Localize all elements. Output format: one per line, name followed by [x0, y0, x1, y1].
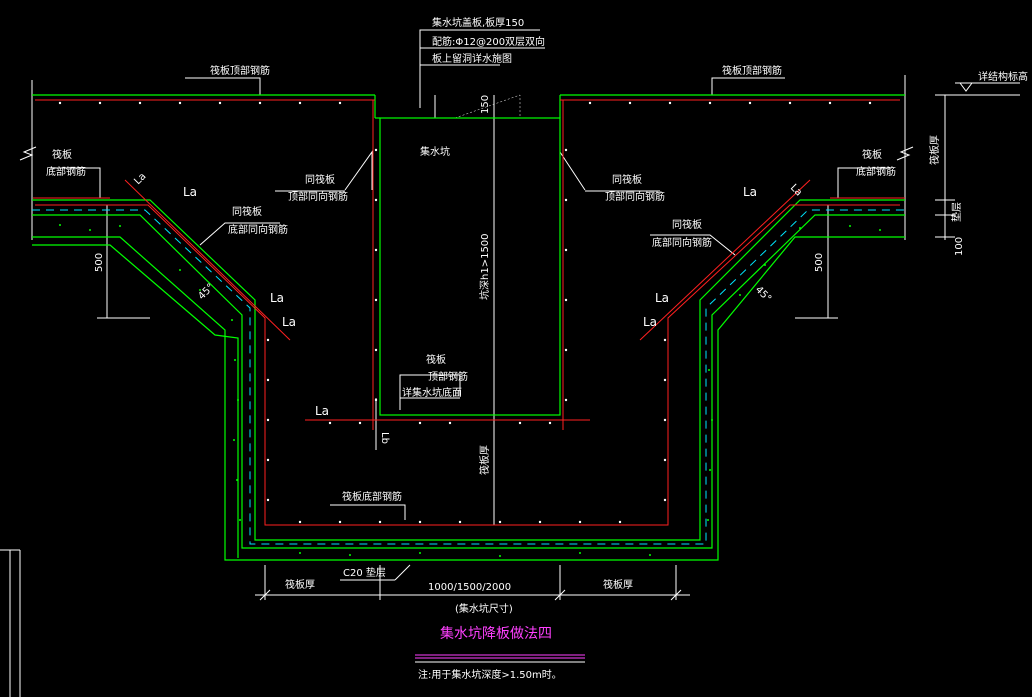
dim-500-right: 500	[814, 253, 825, 272]
same-raft-top-right-1: 同筏板	[612, 173, 642, 186]
concrete-lines	[32, 94, 905, 561]
rebar-lines	[33, 99, 905, 526]
lb-label: Lb	[379, 432, 390, 444]
pit-size-label: (集水坑尺寸)	[455, 602, 513, 615]
same-raft-bottom-right-2: 底部同向钢筋	[652, 236, 712, 249]
rebar-dots	[58, 101, 872, 524]
same-raft-top-left-1: 同筏板	[305, 173, 335, 186]
bottom-raft-rebar-label: 筏板底部钢筋	[342, 490, 402, 503]
same-raft-top-right-2: 顶部同向钢筋	[605, 190, 665, 203]
raft-thickness-label: 筏板厚	[928, 135, 941, 165]
dim-150-label: 150	[480, 95, 491, 114]
inner-raft-label-1: 筏板	[426, 353, 446, 366]
c20-cushion-label: C20 垫层	[343, 566, 386, 579]
raft-top-right-label: 筏板顶部钢筋	[722, 64, 782, 77]
raft-top-left-label: 筏板顶部钢筋	[210, 64, 270, 77]
pit-depth-label: 坑深h1>1500	[478, 233, 491, 300]
la-label-2: La	[183, 185, 197, 199]
cover-title-1: 集水坑盖板,板厚150	[432, 16, 524, 29]
drawing-title: 集水坑降板做法四	[440, 625, 552, 642]
dim-center: 1000/1500/2000	[428, 582, 511, 593]
cover-title-2: 配筋:Φ12@200双层双向	[432, 35, 545, 48]
outline-lines	[0, 29, 1020, 697]
la-label-3: La	[743, 185, 757, 199]
dim-100-label: 100	[954, 237, 965, 256]
la-label-9: La	[315, 404, 329, 418]
raft-bottom-right-1: 筏板	[862, 148, 882, 161]
drawing-note: 注:用于集水坑深度>1.50m时。	[418, 668, 562, 681]
raft-bottom-left-2: 底部钢筋	[46, 165, 86, 178]
cushion-label: 垫层	[950, 202, 963, 222]
raft-bottom-right-2: 底部钢筋	[856, 165, 896, 178]
pit-label: 集水坑	[420, 145, 450, 158]
la-label-5: La	[270, 291, 284, 305]
cushion-texture	[59, 224, 881, 557]
la-label-8: La	[643, 315, 657, 329]
dim-right-raft: 筏板厚	[603, 578, 633, 591]
raft-bottom-left-1: 筏板	[52, 148, 72, 161]
same-raft-bottom-right-1: 同筏板	[672, 218, 702, 231]
raft-thickness-center-label: 筏板厚	[478, 445, 491, 475]
waterproof-lines	[32, 209, 905, 545]
title-underline	[415, 654, 585, 659]
inner-raft-label-2: 顶部钢筋	[428, 370, 468, 383]
pit-bottom-elev-label: 详集水坑底面	[402, 386, 462, 399]
la-label-7: La	[655, 291, 669, 305]
dim-500-left: 500	[94, 253, 105, 272]
raft-top-elev-label: 详结构标高	[978, 70, 1028, 83]
dim-left-raft: 筏板厚	[285, 578, 315, 591]
same-raft-bottom-left-1: 同筏板	[232, 205, 262, 218]
same-raft-bottom-left-2: 底部同向钢筋	[228, 223, 288, 236]
la-label-6: La	[282, 315, 296, 329]
cover-title-3: 板上留洞详水施图	[432, 52, 512, 65]
same-raft-top-left-2: 顶部同向钢筋	[288, 190, 348, 203]
